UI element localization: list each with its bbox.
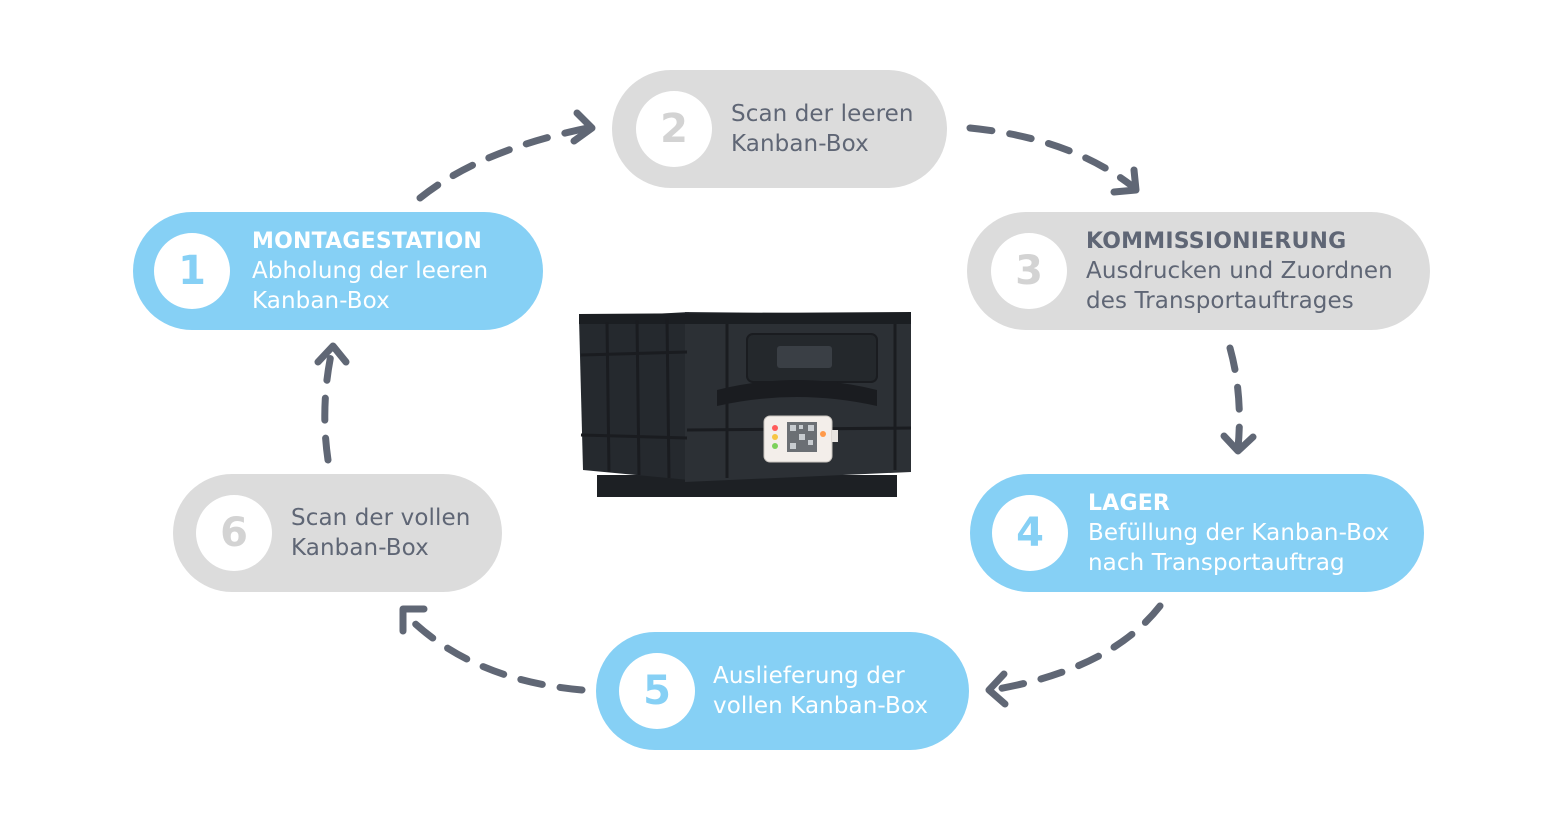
arrow-1-to-2-head [570,109,596,145]
arrow-1-to-2 [416,124,592,202]
step-text-line: Ausdrucken und Zuordnen [1086,257,1393,284]
step-number-4: 4 [992,495,1068,571]
arrow-3-to-4 [1226,344,1243,452]
arrow-3-to-4-head [1220,432,1257,455]
step-text-line: Kanban-Box [291,535,429,561]
arrow-4-to-5-head [985,670,1009,708]
step-number-3: 3 [991,233,1067,309]
step-text-line: vollen Kanban-Box [713,693,929,719]
step-text-line: Kanban-Box [252,287,390,314]
step-4-lager: 4 LAGER Befüllung der Kanban-Box nach Tr… [970,474,1424,592]
step-number-2: 2 [636,91,712,167]
step-text-line: des Transportauftrages [1086,287,1354,314]
step-5-auslieferung: 5 Auslieferung der vollen Kanban-Box [596,632,969,750]
step-text-line: Befüllung der Kanban-Box [1088,519,1390,546]
step-text-line: Kanban-Box [731,131,869,157]
arrow-5-to-6-head [399,605,428,635]
step-text-line: Scan der vollen [291,505,471,531]
kanban-box-with-qr-tag-icon [579,312,912,497]
step-text-line: Scan der leeren [731,101,914,127]
step-text-line: nach Transportauftrag [1088,549,1345,576]
step-title: LAGER [1088,490,1171,516]
arrow-6-to-1-head [314,342,350,366]
step-6-scan-volle-box: 6 Scan der vollen Kanban-Box [173,474,502,592]
arrow-2-to-3-head [1110,166,1140,196]
arrow-4-to-5 [988,602,1164,694]
step-2-scan-leere-box: 2 Scan der leeren Kanban-Box [612,70,947,188]
step-3-kommissionierung: 3 KOMMISSIONIERUNG Ausdrucken und Zuordn… [967,212,1430,330]
step-text-line: Auslieferung der [713,663,905,689]
step-text-line: Abholung der leeren [252,257,489,284]
arrow-5-to-6 [401,610,586,694]
arrow-2-to-3 [966,124,1136,190]
step-title: MONTAGESTATION [252,228,482,254]
step-number-1: 1 [154,233,230,309]
step-number-5: 5 [619,653,695,729]
step-1-montagestation: 1 MONTAGESTATION Abholung der leeren Kan… [133,212,543,330]
step-number-6: 6 [196,495,272,571]
arrow-6-to-1 [321,346,336,464]
step-title: KOMMISSIONIERUNG [1086,228,1347,254]
